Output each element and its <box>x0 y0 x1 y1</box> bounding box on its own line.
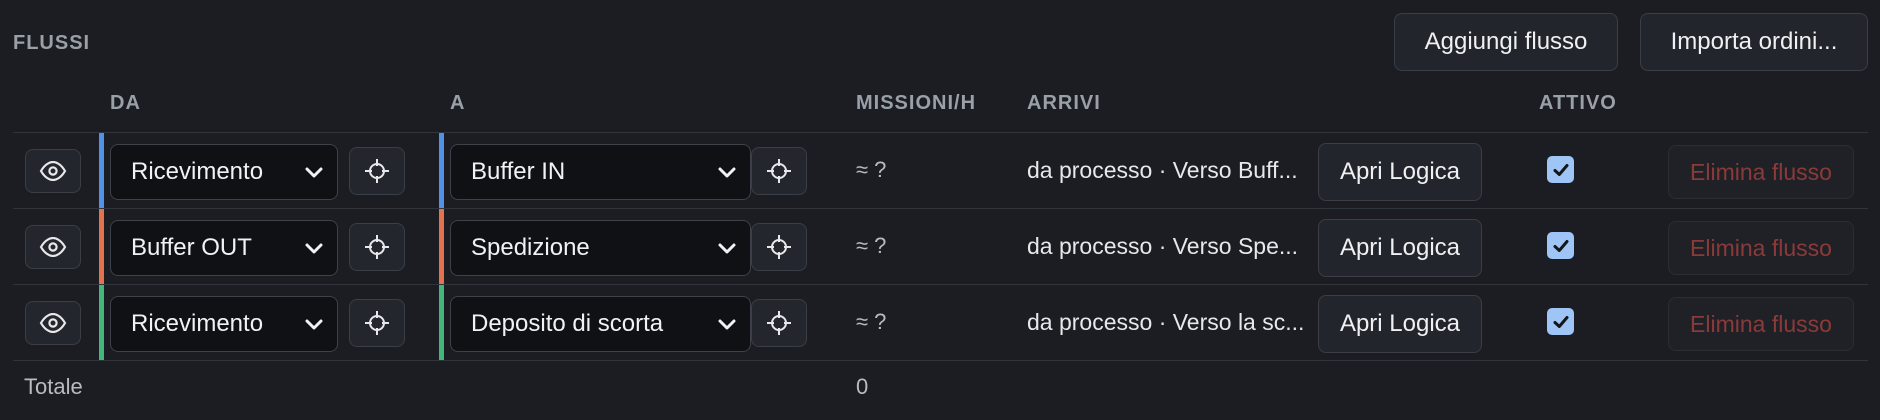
open-logic-button[interactable]: Apri Logica <box>1318 143 1482 201</box>
pick-from-location-button[interactable] <box>349 147 405 195</box>
from-color-bar <box>99 209 104 285</box>
open-logic-button[interactable]: Apri Logica <box>1318 295 1482 353</box>
delete-flow-button[interactable]: Elimina flusso <box>1668 297 1854 351</box>
to-select[interactable]: Buffer IN <box>450 144 751 200</box>
chevron-down-icon <box>305 243 323 254</box>
arrivals-summary: da processo · Verso la sc... <box>1027 309 1305 335</box>
to-color-bar <box>439 133 444 209</box>
crosshair-icon <box>767 235 791 259</box>
total-value: 0 <box>856 374 869 399</box>
from-select-value: Ricevimento <box>131 310 264 337</box>
missions-per-hour: ≈ ? <box>856 309 887 334</box>
from-select[interactable]: Ricevimento <box>110 296 338 352</box>
column-header-active: ATTIVO <box>1539 92 1617 114</box>
eye-icon <box>39 161 67 181</box>
column-header-arrivals: ARRIVI <box>1027 92 1101 114</box>
from-select[interactable]: Ricevimento <box>110 144 338 200</box>
row-divider <box>13 284 1868 285</box>
to-select[interactable]: Deposito di scorta <box>450 296 751 352</box>
chevron-down-icon <box>718 243 736 254</box>
eye-icon <box>39 237 67 257</box>
chevron-down-icon <box>305 319 323 330</box>
arrivals-summary: da processo · Verso Buff... <box>1027 157 1298 183</box>
crosshair-icon <box>365 235 389 259</box>
active-checkbox[interactable] <box>1547 156 1574 183</box>
row-divider <box>13 208 1868 209</box>
check-icon <box>1553 315 1568 328</box>
crosshair-icon <box>767 311 791 335</box>
pick-to-location-button[interactable] <box>751 147 807 195</box>
to-color-bar <box>439 209 444 285</box>
pick-from-location-button[interactable] <box>349 223 405 271</box>
total-label: Totale <box>24 374 83 399</box>
eye-icon <box>39 313 67 333</box>
crosshair-icon <box>365 311 389 335</box>
check-icon <box>1553 239 1568 252</box>
table-row: Ricevimento Deposito di scorta <box>13 285 1868 361</box>
crosshair-icon <box>365 159 389 183</box>
view-button[interactable] <box>25 301 81 345</box>
crosshair-icon <box>767 159 791 183</box>
chevron-down-icon <box>305 167 323 178</box>
to-select-value: Deposito di scorta <box>471 310 664 337</box>
chevron-down-icon <box>718 167 736 178</box>
view-button[interactable] <box>25 149 81 193</box>
pick-from-location-button[interactable] <box>349 299 405 347</box>
view-button[interactable] <box>25 225 81 269</box>
arrivals-summary: da processo · Verso Spe... <box>1027 233 1299 259</box>
active-checkbox[interactable] <box>1547 232 1574 259</box>
table-row: Ricevimento Buffer IN <box>13 133 1868 209</box>
column-header-da: DA <box>110 92 141 114</box>
from-select-value: Buffer OUT <box>131 234 252 261</box>
open-logic-button[interactable]: Apri Logica <box>1318 219 1482 277</box>
add-flow-button[interactable]: Aggiungi flusso <box>1394 13 1618 71</box>
from-select[interactable]: Buffer OUT <box>110 220 338 276</box>
import-orders-button[interactable]: Importa ordini... <box>1640 13 1868 71</box>
section-title: FLUSSI <box>13 32 91 54</box>
active-checkbox[interactable] <box>1547 308 1574 335</box>
check-icon <box>1553 163 1568 176</box>
column-header-a: A <box>450 92 466 114</box>
from-color-bar <box>99 133 104 209</box>
to-select[interactable]: Spedizione <box>450 220 751 276</box>
column-header-missions: MISSIONI/H <box>856 92 977 114</box>
delete-flow-button[interactable]: Elimina flusso <box>1668 221 1854 275</box>
to-select-value: Buffer IN <box>471 158 566 185</box>
row-divider <box>13 360 1868 361</box>
pick-to-location-button[interactable] <box>751 223 807 271</box>
pick-to-location-button[interactable] <box>751 299 807 347</box>
missions-per-hour: ≈ ? <box>856 157 887 182</box>
chevron-down-icon <box>718 319 736 330</box>
to-select-value: Spedizione <box>471 234 590 261</box>
from-color-bar <box>99 285 104 361</box>
header-divider <box>13 132 1868 133</box>
missions-per-hour: ≈ ? <box>856 233 887 258</box>
from-select-value: Ricevimento <box>131 158 264 185</box>
table-row: Buffer OUT Spedizione <box>13 209 1868 285</box>
to-color-bar <box>439 285 444 361</box>
delete-flow-button[interactable]: Elimina flusso <box>1668 145 1854 199</box>
